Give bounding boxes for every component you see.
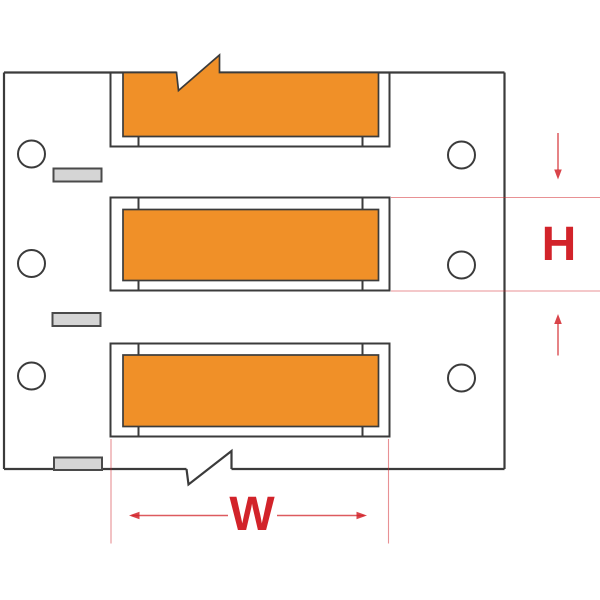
sleeve-row-middle — [109, 196, 391, 292]
perforation-ticks — [137, 197, 364, 291]
arrow-head-left-icon — [129, 511, 140, 520]
break-line-bottom — [185, 448, 233, 487]
sprocket-hole — [447, 140, 476, 170]
sleeve — [122, 53, 380, 138]
sprocket-hole — [447, 363, 476, 393]
sleeve-row-top — [109, 53, 391, 148]
extension-lines-h — [391, 196, 600, 292]
sleeve-row-bottom — [109, 342, 391, 438]
registration-marks — [51, 167, 103, 471]
perforation-ticks — [137, 343, 364, 437]
registration-mark — [52, 167, 103, 183]
sleeve — [122, 354, 380, 428]
sleeve — [122, 208, 380, 282]
height-dimension: H — [391, 133, 600, 356]
width-dimension: W — [110, 439, 390, 544]
sleeve-window — [109, 72, 391, 148]
arrow-head-down-icon — [554, 169, 562, 180]
width-label: W — [229, 488, 275, 541]
sprocket-hole — [17, 249, 46, 278]
sprocket-hole — [447, 250, 476, 280]
height-label: H — [542, 218, 577, 271]
extension-lines-w — [110, 439, 390, 544]
arrow-head-right-icon — [356, 511, 367, 520]
registration-mark — [51, 312, 102, 327]
sprocket-hole — [17, 139, 46, 169]
arrow-head-up-icon — [554, 314, 562, 324]
sprocket-holes — [17, 139, 476, 393]
registration-mark — [53, 456, 103, 471]
sprocket-hole — [17, 361, 46, 391]
